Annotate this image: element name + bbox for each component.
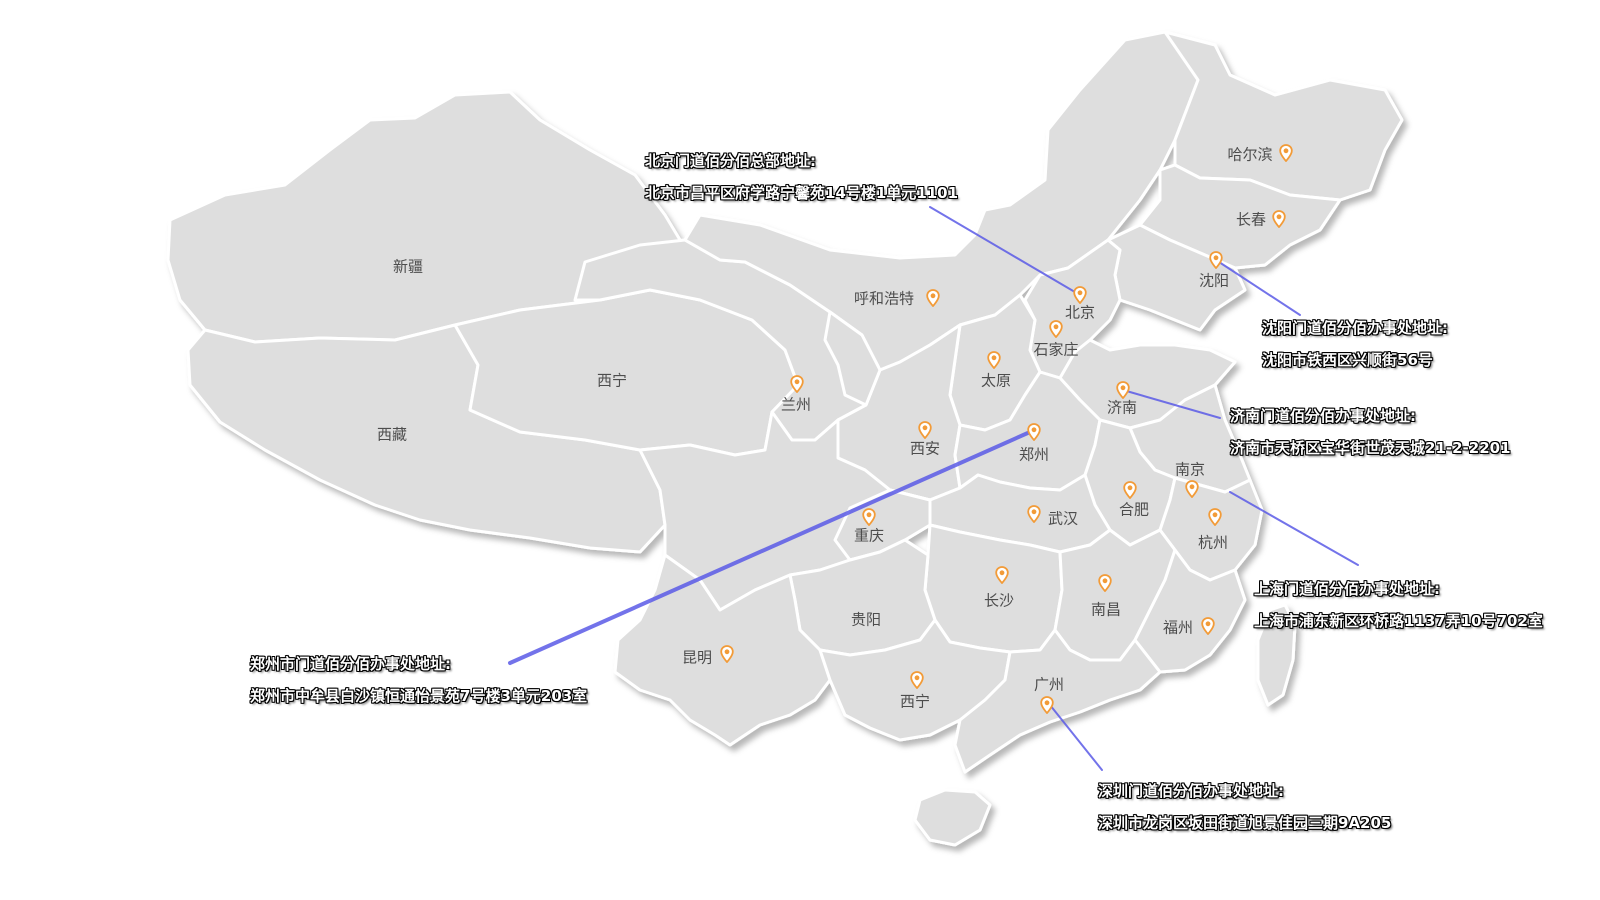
callout-address: 上海市浦东新区环桥路1137弄10号702室 [1254,612,1543,630]
location-pin-icon[interactable] [1208,508,1222,527]
city-label: 南京 [1174,460,1206,479]
callout-address: 深圳市龙岗区坂田街道旭景佳园三期9A205 [1098,814,1392,832]
city-label: 济南 [1106,398,1138,417]
province-hainan[interactable] [913,788,992,847]
connector-line [1122,389,1221,419]
office-address-callout: 郑州市门道佰分佰办事处地址: 郑州市中牟县白沙镇恒通怡景苑7号楼3单元203室 [250,648,587,712]
location-pin-icon[interactable] [918,421,932,440]
office-address-callout: 深圳门道佰分佰办事处地址: 深圳市龙岗区坂田街道旭景佳园三期9A205 [1098,775,1391,839]
connector-line [1215,259,1301,316]
location-pin-icon[interactable] [1201,617,1215,636]
city-label: 武汉 [1047,509,1079,528]
callout-title: 济南门道佰分佰办事处地址: [1230,407,1416,425]
city-label: 贵阳 [850,610,882,629]
connector-line [929,206,1081,296]
location-pin-icon[interactable] [1279,144,1293,163]
location-pin-icon[interactable] [720,645,734,664]
location-pin-icon[interactable] [790,375,804,394]
province-heilongjiang[interactable] [1163,30,1404,202]
location-pin-icon[interactable] [862,508,876,527]
connector-lines [508,206,1359,771]
location-pin-icon[interactable] [1049,320,1063,339]
province-fujian[interactable] [1133,548,1247,674]
location-pin-icon[interactable] [910,671,924,690]
callout-title: 北京门道佰分佰总部地址: [645,152,816,170]
location-pin-icon[interactable] [1272,210,1286,229]
city-label: 哈尔滨 [1227,145,1273,164]
city-label: 合肥 [1118,500,1150,519]
province-tibet[interactable] [186,323,667,554]
city-label: 西藏 [376,425,408,444]
callout-title: 郑州市门道佰分佰办事处地址: [250,655,451,673]
province-guangdong[interactable] [953,628,1162,774]
office-address-callout: 沈阳门道佰分佰办事处地址: 沈阳市铁西区兴顺街56号 [1262,312,1448,376]
city-label: 西安 [909,439,941,458]
location-pin-icon[interactable] [1040,696,1054,715]
callout-address: 郑州市中牟县白沙镇恒通怡景苑7号楼3单元203室 [250,687,588,705]
callout-address: 沈阳市铁西区兴顺街56号 [1262,351,1433,369]
location-pin-icon[interactable] [1116,381,1130,400]
city-label: 广州 [1033,675,1065,694]
location-pin-icon[interactable] [1098,574,1112,593]
city-label: 西宁 [596,371,628,390]
callout-title: 沈阳门道佰分佰办事处地址: [1262,319,1448,337]
city-label: 沈阳 [1198,271,1230,290]
location-pin-icon[interactable] [995,566,1009,585]
callout-title: 深圳门道佰分佰办事处地址: [1098,782,1284,800]
connector-line [508,430,1032,665]
provinces-group [166,30,1404,847]
location-pin-icon[interactable] [1209,251,1223,270]
province-taiwan[interactable] [1256,603,1297,707]
province-jilin[interactable] [1138,163,1342,270]
city-label: 昆明 [681,648,713,667]
city-label: 重庆 [853,526,885,545]
location-pin-icon[interactable] [1123,481,1137,500]
location-pin-icon[interactable] [1185,480,1199,499]
office-address-callout: 上海门道佰分佰办事处地址: 上海市浦东新区环桥路1137弄10号702室 [1254,573,1543,637]
office-address-callout: 济南门道佰分佰办事处地址: 济南市天桥区宝华街世茂天城21-2-2201 [1230,400,1511,464]
city-label: 北京 [1064,303,1096,322]
city-label: 新疆 [392,257,424,276]
city-label: 呼和浩特 [853,289,915,308]
location-pin-icon[interactable] [1073,286,1087,305]
city-label: 杭州 [1197,533,1229,552]
callout-address: 济南市天桥区宝华街世茂天城21-2-2201 [1230,439,1511,457]
location-pin-icon[interactable] [1027,505,1041,524]
location-pin-icon[interactable] [1027,423,1041,442]
city-label: 南昌 [1090,600,1122,619]
city-label: 太原 [980,371,1012,390]
city-label: 兰州 [780,395,812,414]
city-label: 西宁 [899,692,931,711]
callout-address: 北京市昌平区府学路宁馨苑14号楼1单元1101 [645,184,959,202]
city-label: 石家庄 [1033,340,1079,359]
connector-line [1229,491,1359,566]
city-label: 长春 [1235,210,1267,229]
city-label: 郑州 [1018,445,1050,464]
connector-line [1049,704,1103,771]
location-pin-icon[interactable] [926,289,940,308]
province-ningxia[interactable] [823,310,882,407]
office-address-callout: 北京门道佰分佰总部地址: 北京市昌平区府学路宁馨苑14号楼1单元1101 [645,145,958,209]
callout-title: 上海门道佰分佰办事处地址: [1254,580,1440,598]
location-pin-icon[interactable] [987,351,1001,370]
city-label: 长沙 [983,591,1015,610]
city-label: 福州 [1162,618,1194,637]
